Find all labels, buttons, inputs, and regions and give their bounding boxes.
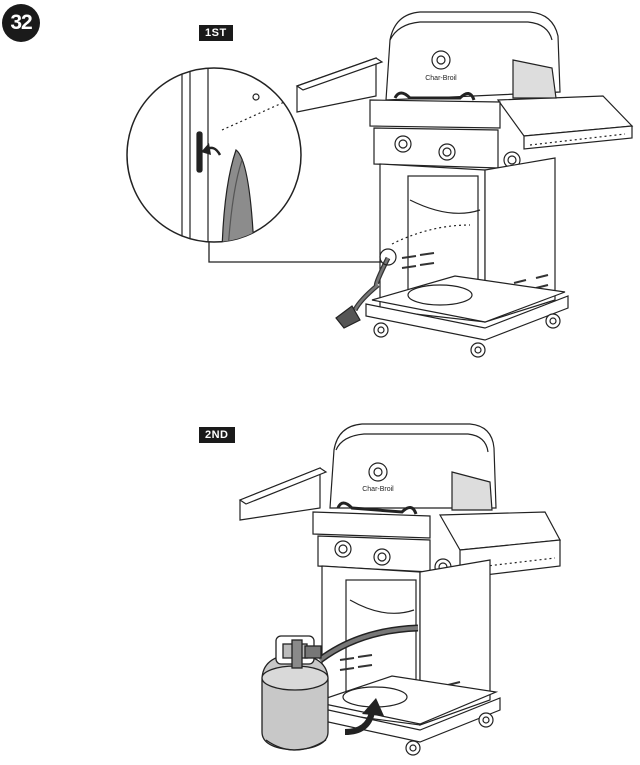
second-step-tag: 2ND	[199, 427, 235, 443]
hose-detail-magnifier	[126, 67, 302, 243]
step-number-badge: 32	[2, 4, 40, 42]
brand-logo: Char-Broil	[425, 75, 457, 82]
propane-tank-illustration	[261, 635, 329, 751]
curved-arrow-icon	[344, 698, 384, 735]
detail-callout-connector	[208, 240, 382, 263]
grill-top-illustration: Char-Broil	[295, 11, 634, 358]
first-step-tag: 1ST	[199, 25, 233, 41]
grill-bottom-illustration: Char-Broil	[238, 423, 561, 756]
brand-logo-2: Char-Broil	[362, 486, 394, 493]
